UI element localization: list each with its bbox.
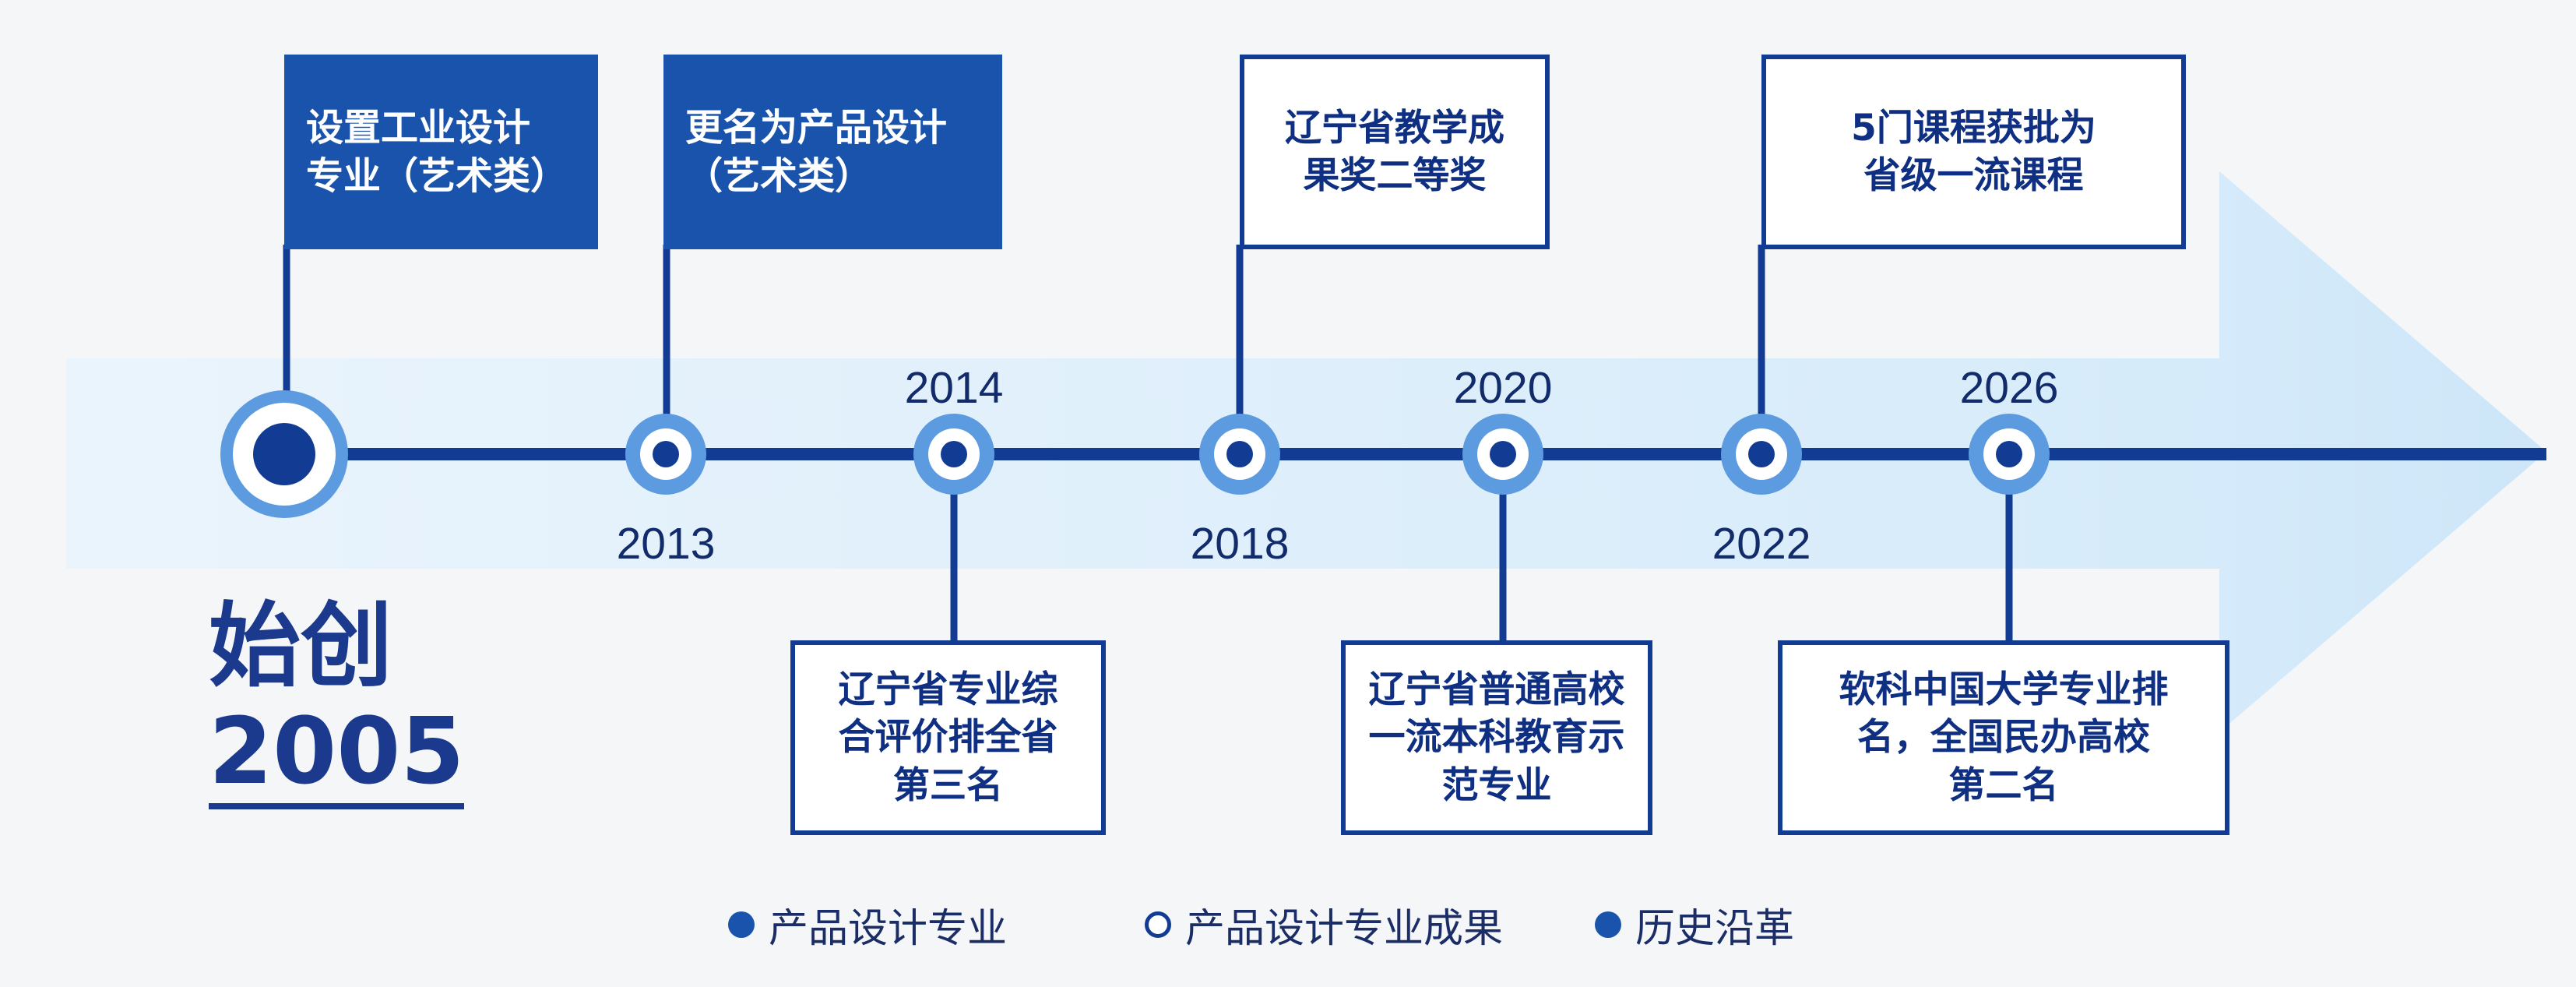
legend-label: 历史沿革 [1635,906,1795,952]
filled-circle-icon [1595,911,1621,938]
milestone-box-2005: 设置工业设计 专业（艺术类） [284,55,598,249]
legend-label: 产品设计专业成果 [1185,906,1504,952]
timeline-node-2022 [1721,414,1802,495]
year-label-2026: 2026 [1959,363,2059,413]
year-label-2018: 2018 [1190,519,1290,569]
milestone-box-2026: 软科中国大学专业排 名，全国民办高校 第二名 [1778,640,2229,835]
timeline-node-2018 [1199,414,1280,495]
milestone-box-2022: 5门课程获批为 省级一流课程 [1761,55,2186,249]
legend-item-1: 产品设计专业成果 [1145,896,1503,954]
origin-year: 2005 [209,705,465,809]
year-label-2020: 2020 [1453,363,1553,413]
timeline-node-2013 [625,414,706,495]
legend-item-0: 产品设计专业 [728,896,1007,954]
milestone-box-2013: 更名为产品设计 （艺术类） [663,55,1002,249]
timeline-node-2005 [220,390,348,518]
milestone-box-2020: 辽宁省普通高校 一流本科教育示 范专业 [1341,640,1652,835]
milestone-box-2018: 辽宁省教学成 果奖二等奖 [1240,55,1550,249]
milestone-box-2014: 辽宁省专业综 合评价排全省 第三名 [790,640,1106,835]
year-label-2014: 2014 [904,363,1004,413]
timeline-node-2020 [1462,414,1543,495]
hollow-circle-icon [1145,911,1171,938]
legend-label: 产品设计专业 [769,906,1008,952]
year-label-2022: 2022 [1712,519,1811,569]
timeline-node-2026 [1969,414,2050,495]
filled-circle-icon [728,911,755,938]
year-label-2013: 2013 [616,519,716,569]
timeline-node-2014 [913,414,994,495]
origin-label: 始创 [209,592,393,700]
legend-item-2: 历史沿革 [1595,896,1794,954]
